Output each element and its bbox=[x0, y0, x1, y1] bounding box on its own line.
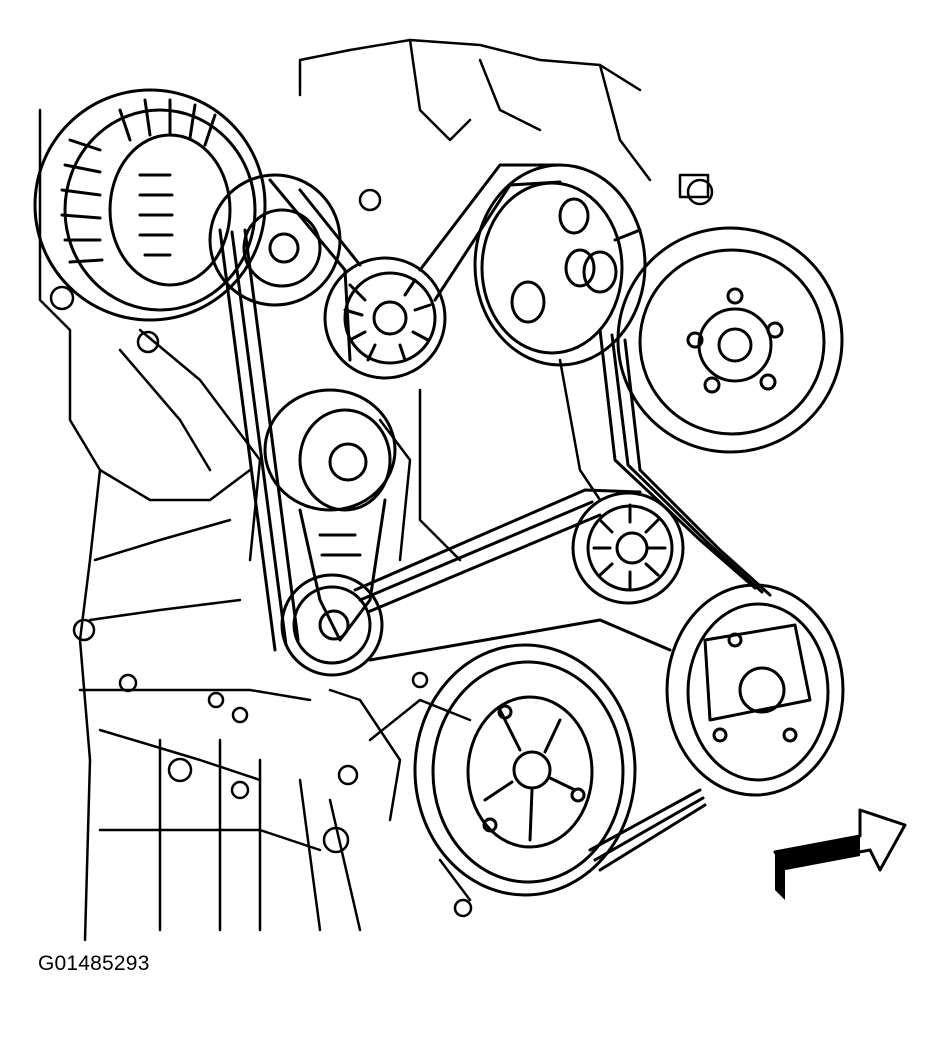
idler-pulley-upper bbox=[323, 256, 447, 380]
crankshaft-pulley bbox=[413, 643, 637, 897]
figure-code: G01485293 bbox=[38, 952, 150, 975]
belt-tensioner bbox=[263, 388, 397, 642]
engine-block-outline bbox=[38, 38, 652, 942]
alternator bbox=[33, 88, 267, 322]
serpentine-belt bbox=[218, 163, 772, 872]
ac-compressor-pulley bbox=[665, 583, 845, 797]
water-pump-pulley bbox=[616, 226, 844, 454]
fastener-bolts bbox=[49, 173, 714, 918]
right-arrow-icon bbox=[773, 808, 907, 900]
